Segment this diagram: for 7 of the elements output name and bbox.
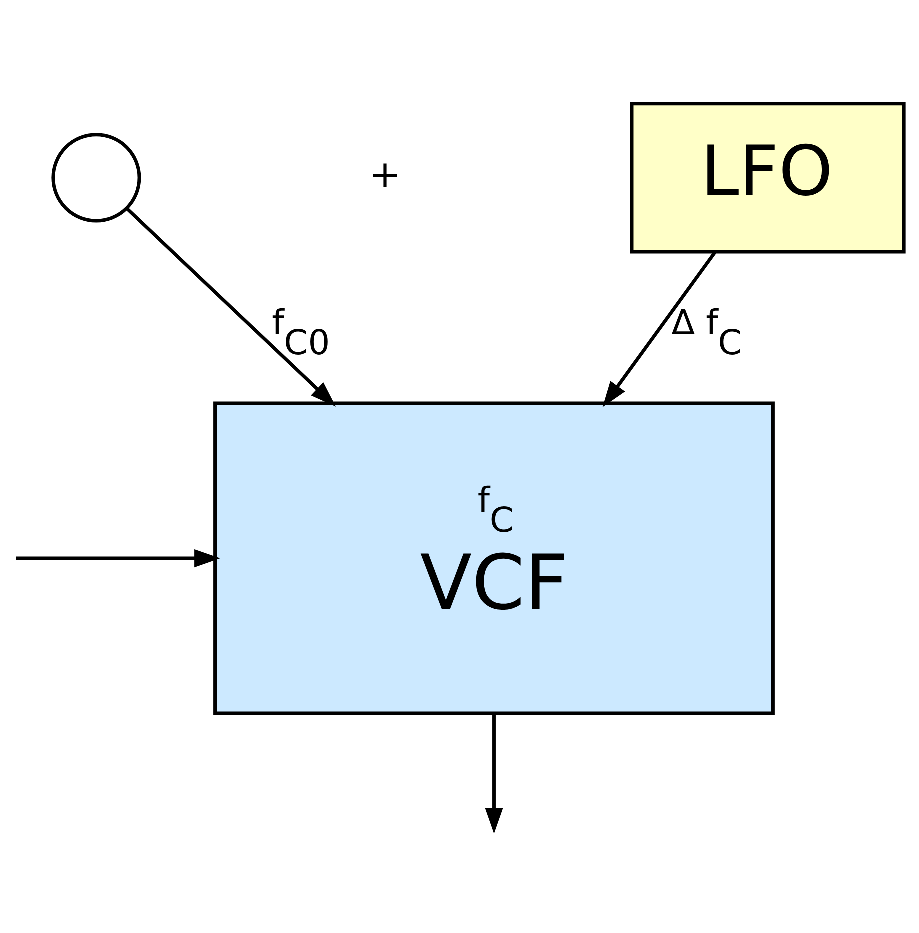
arrow <box>16 548 220 568</box>
node-circle <box>52 132 142 222</box>
arrow <box>485 714 504 834</box>
label: + <box>369 152 402 196</box>
arrow <box>602 250 717 407</box>
arrow <box>126 206 336 406</box>
node-box: LFO <box>630 102 906 254</box>
